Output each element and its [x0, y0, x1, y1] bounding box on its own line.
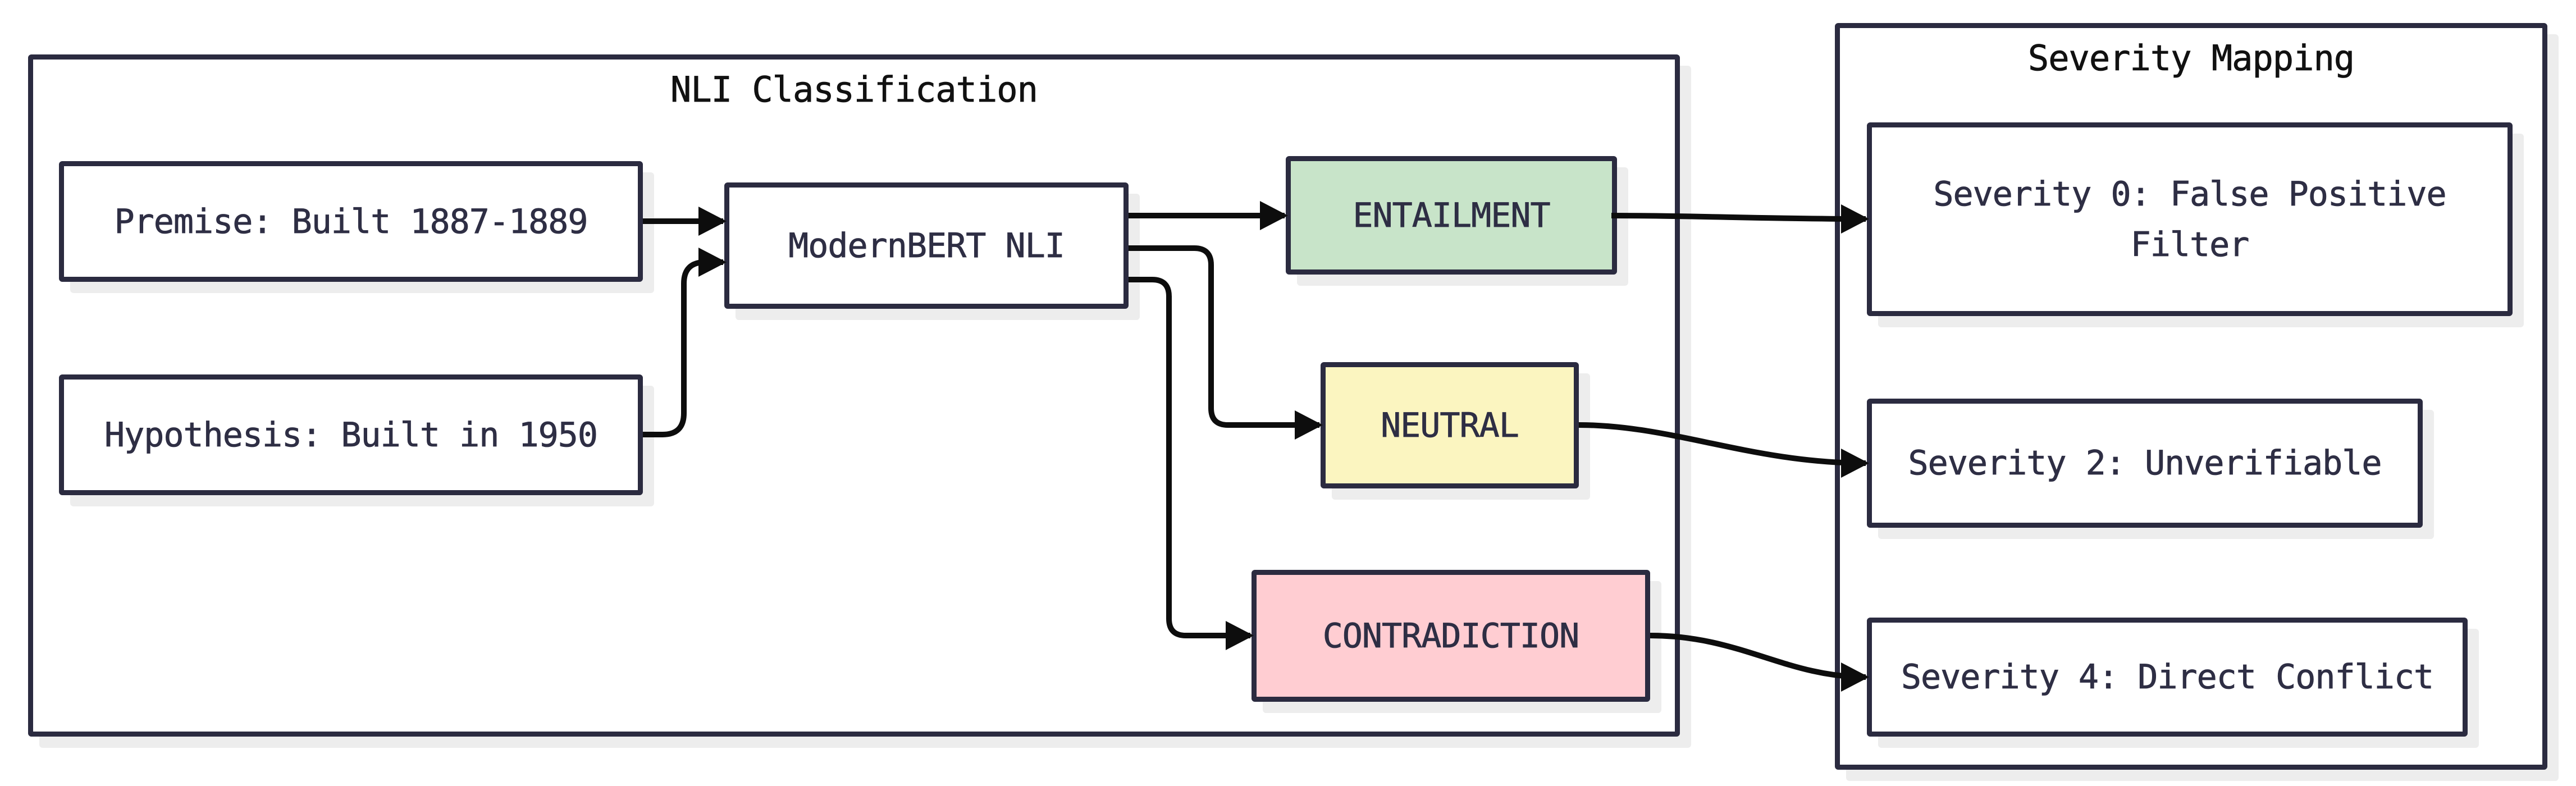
node-hypothesis-label: Hypothesis: Built in 1950: [104, 415, 599, 455]
edge-contradiction-to-severity-4: [1650, 633, 1869, 692]
node-modernbert-nli-label: ModernBERT NLI: [788, 226, 1066, 266]
node-severity-4-direct-conflict: Severity 4: Direct Conflict: [1867, 618, 2468, 737]
node-severity-0-false-positive-filter: Severity 0: False Positive Filter: [1867, 122, 2513, 316]
node-contradiction-label: CONTRADICTION: [1322, 616, 1579, 656]
container-title-severity-mapping: Severity Mapping: [2027, 38, 2355, 79]
node-severity-2-unverifiable: Severity 2: Unverifiable: [1867, 399, 2423, 528]
node-premise-label: Premise: Built 1887-1889: [114, 202, 588, 241]
node-severity-4-label: Severity 4: Direct Conflict: [1901, 657, 2434, 697]
node-entailment: ENTAILMENT: [1286, 156, 1617, 275]
node-severity-0-label: Severity 0: False Positive Filter: [1933, 174, 2447, 264]
node-neutral: NEUTRAL: [1321, 362, 1579, 488]
node-neutral-label: NEUTRAL: [1381, 405, 1520, 445]
node-modernbert-nli: ModernBERT NLI: [724, 182, 1129, 309]
container-title-nli-classification: NLI Classification: [670, 69, 1039, 111]
node-severity-2-label: Severity 2: Unverifiable: [1908, 444, 2382, 483]
node-contradiction: CONTRADICTION: [1252, 570, 1650, 702]
node-premise: Premise: Built 1887-1889: [59, 161, 643, 282]
node-hypothesis: Hypothesis: Built in 1950: [59, 374, 643, 495]
node-entailment-label: ENTAILMENT: [1353, 195, 1551, 235]
